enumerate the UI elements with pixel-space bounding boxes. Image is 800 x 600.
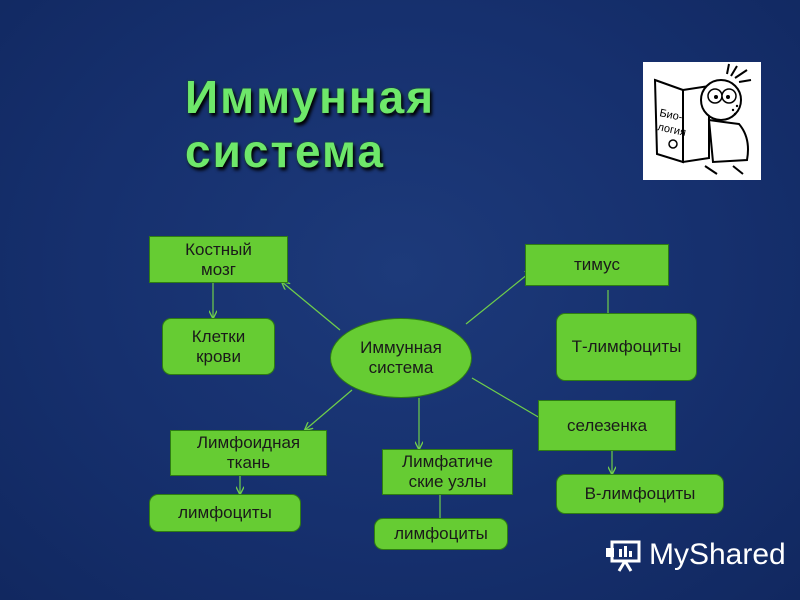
cartoon-reader-icon: Био- логия [653, 63, 752, 175]
node-b-lymphocytes: В-лимфоциты [556, 474, 724, 514]
node-lymph-nodes: Лимфатиче ские узлы [382, 449, 513, 495]
node-lymphocytes-2: лимфоциты [374, 518, 508, 550]
node-spleen-label: селезенка [566, 415, 648, 435]
node-b-lymphocytes-label: В-лимфоциты [584, 484, 696, 503]
node-lymph-nodes-label: Лимфатиче ские узлы [401, 452, 493, 491]
biology-logo: Био- логия [643, 62, 761, 180]
edge-center-spleen [471, 377, 541, 419]
node-thymus: тимус [525, 244, 669, 286]
node-lymphoid-tissue-label: Лимфоидная ткань [196, 433, 301, 472]
node-blood-cells-label: Клетки крови [191, 326, 246, 366]
logo-text-line2: логия [656, 121, 687, 139]
myshared-watermark: MyShared [605, 537, 786, 573]
edge-center-lymphoid-tissue [305, 389, 353, 430]
node-spleen: селезенка [538, 400, 676, 451]
presentation-board-icon [606, 540, 641, 572]
node-immune-system: Иммунная система [330, 318, 472, 398]
slide-title: Иммунная система [185, 71, 436, 177]
brand-text: MyShared [649, 538, 786, 571]
node-immune-system-label: Иммунная система [360, 338, 442, 377]
node-lymphoid-tissue: Лимфоидная ткань [170, 430, 327, 476]
node-bone-marrow-label: Костный мозг [185, 239, 252, 279]
logo-text-line1: Био- [658, 107, 683, 124]
node-t-lymphocytes: Т-лимфоциты [556, 313, 697, 381]
node-t-lymphocytes-label: Т-лимфоциты [571, 337, 682, 356]
node-lymphocytes-2-label: лимфоциты [394, 524, 488, 543]
edge-center-bone-marrow [282, 282, 341, 331]
edge-center-thymus [465, 270, 533, 325]
node-lymphocytes-1-label: лимфоциты [178, 503, 272, 522]
node-thymus-label: тимус [574, 255, 620, 274]
node-bone-marrow: Костный мозг [149, 236, 288, 283]
node-lymphocytes-1: лимфоциты [149, 494, 301, 532]
node-blood-cells: Клетки крови [162, 318, 275, 375]
